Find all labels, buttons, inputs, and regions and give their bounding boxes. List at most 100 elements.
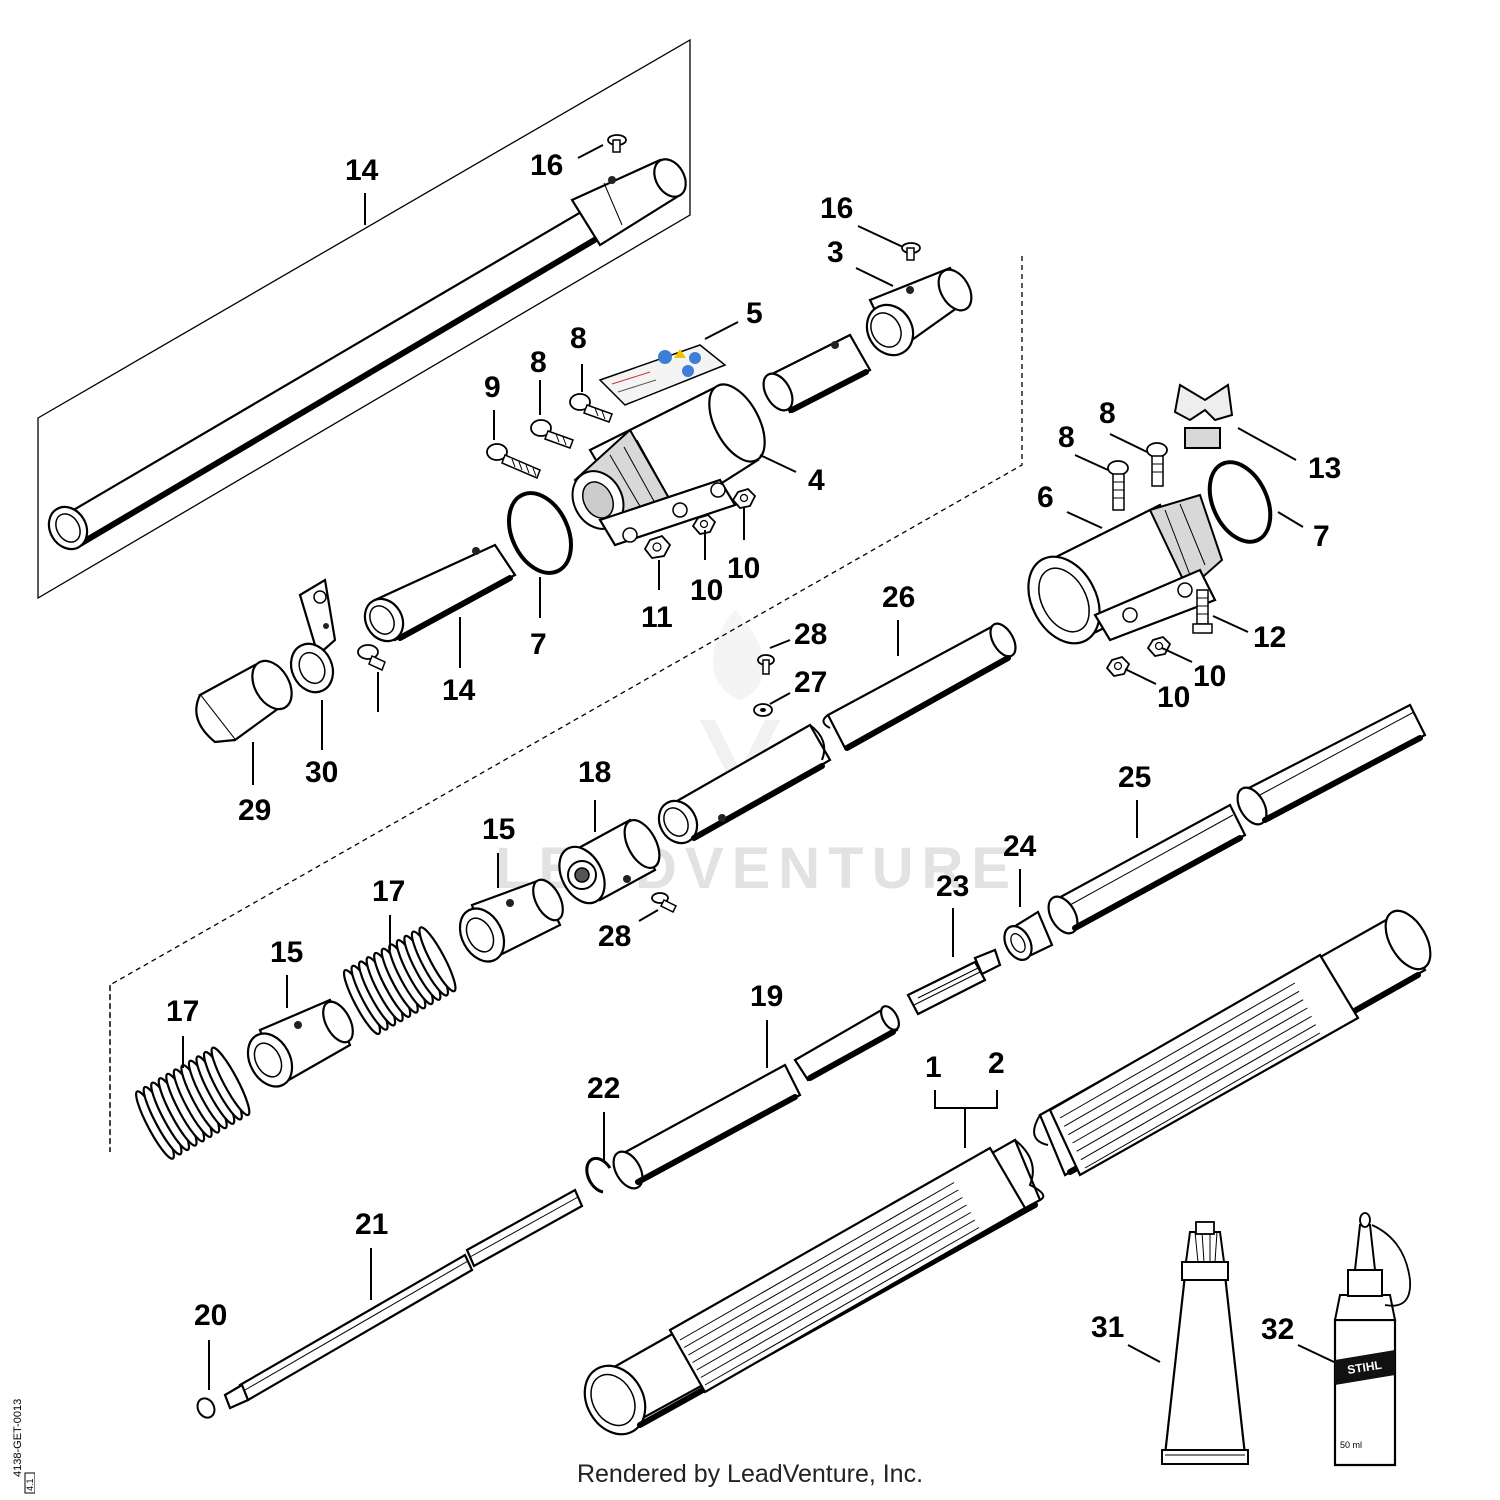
label-17-upper: 17 xyxy=(372,875,405,908)
label-8-d: 8 xyxy=(1058,421,1075,454)
spring-17-upper xyxy=(342,926,457,1036)
grease-tube-31 xyxy=(1161,1221,1249,1465)
label-1: 1 xyxy=(925,1051,942,1084)
o-ring-7-left xyxy=(507,491,573,575)
label-8-c: 8 xyxy=(1099,397,1116,430)
label-16-top: 16 xyxy=(530,149,563,182)
main-shaft-1-2 xyxy=(583,909,1432,1436)
o-ring-20 xyxy=(196,1397,216,1419)
label-28-bottom: 28 xyxy=(598,920,631,953)
sleeve-15-lower xyxy=(246,998,354,1088)
snap-ring-22 xyxy=(585,1156,612,1194)
label-27: 27 xyxy=(794,666,827,699)
label-11: 11 xyxy=(641,601,673,634)
bushing-24 xyxy=(1003,910,1054,961)
label-16-right: 16 xyxy=(820,192,853,225)
oil-bottle-32: STIHL 50 ml xyxy=(1333,1212,1411,1467)
label-23: 23 xyxy=(936,870,969,903)
housing-4 xyxy=(571,383,766,547)
label-10-a: 10 xyxy=(690,574,723,607)
o-ring-7-right xyxy=(1207,460,1273,544)
label-12: 12 xyxy=(1253,621,1286,654)
label-7-right: 7 xyxy=(1313,520,1330,553)
screw-8-a xyxy=(530,419,574,449)
bottle-brand-text: STIHL xyxy=(1346,1358,1382,1377)
screw-16-top xyxy=(607,134,627,153)
label-31: 31 xyxy=(1091,1311,1124,1344)
label-8-b: 8 xyxy=(530,346,547,379)
label-5: 5 xyxy=(746,297,763,330)
drive-shaft-21 xyxy=(223,1188,584,1410)
nut-10-a xyxy=(691,513,717,535)
tube-lower-26 xyxy=(657,723,832,845)
screw-16-right xyxy=(901,242,921,261)
label-6: 6 xyxy=(1037,481,1054,514)
label-3: 3 xyxy=(827,236,844,269)
screw-30 xyxy=(357,644,386,672)
footer-credit: Rendered by LeadVenture, Inc. xyxy=(576,1460,924,1488)
label-10-d: 10 xyxy=(1157,681,1190,714)
warning-label-5 xyxy=(598,344,727,406)
label-9: 9 xyxy=(484,371,501,404)
label-26: 26 xyxy=(882,581,915,614)
label-10-c: 10 xyxy=(1193,660,1226,693)
nut-10-d xyxy=(1105,655,1131,677)
nut-10-c xyxy=(1146,635,1172,657)
star-knob-13 xyxy=(1173,383,1234,449)
nut-10-b xyxy=(731,487,757,509)
screw-28-bottom xyxy=(651,892,678,914)
sleeve-15-upper xyxy=(458,878,564,963)
sleeve-3 xyxy=(865,266,973,357)
screw-8-b xyxy=(569,393,613,423)
label-18: 18 xyxy=(578,756,611,789)
end-cap-29 xyxy=(195,659,293,744)
figure-code: 4138-GET-0013 4.1 xyxy=(12,1399,35,1494)
part-labels: 14 16 16 3 5 8 8 9 4 8 8 13 6 7 7 11 10 … xyxy=(166,149,1341,1346)
tube-14-short xyxy=(363,543,517,643)
drive-tube-19 xyxy=(612,1005,900,1190)
figure-tag-text: 4.1 xyxy=(25,1478,35,1491)
washer-27 xyxy=(753,703,773,717)
leader-lines xyxy=(182,144,1335,1390)
figure-code-text: 4138-GET-0013 xyxy=(12,1399,24,1477)
label-8-a: 8 xyxy=(570,322,587,355)
screw-9 xyxy=(486,443,541,479)
label-15-lower: 15 xyxy=(270,936,303,969)
label-15-upper: 15 xyxy=(482,813,515,846)
label-10-b: 10 xyxy=(727,552,760,585)
label-22: 22 xyxy=(587,1072,620,1105)
spring-17-lower xyxy=(135,1046,251,1160)
label-14-mid: 14 xyxy=(442,674,476,707)
label-28-top: 28 xyxy=(794,618,827,651)
label-2: 2 xyxy=(988,1047,1005,1080)
label-21: 21 xyxy=(355,1208,388,1241)
screw-28-top xyxy=(757,654,775,675)
label-4: 4 xyxy=(808,464,825,497)
housing-6 xyxy=(1027,493,1224,645)
label-7-left: 7 xyxy=(530,628,547,661)
bracket-30 xyxy=(289,578,337,694)
label-24: 24 xyxy=(1003,830,1037,863)
assembly-frame-14 xyxy=(37,38,691,600)
label-32: 32 xyxy=(1261,1313,1294,1346)
screw-12 xyxy=(1192,589,1213,634)
label-19: 19 xyxy=(750,980,783,1013)
label-20: 20 xyxy=(194,1299,227,1332)
shaft-stub-23 xyxy=(906,948,1002,1016)
splined-tube-25 xyxy=(1047,703,1427,935)
label-30: 30 xyxy=(305,756,338,789)
label-14-top: 14 xyxy=(345,154,379,187)
label-13: 13 xyxy=(1308,452,1341,485)
short-tube-upper xyxy=(762,333,872,414)
shaft-tube-14 xyxy=(47,158,687,551)
label-29: 29 xyxy=(238,794,271,827)
screw-8-d xyxy=(1146,442,1168,487)
tube-26 xyxy=(822,622,1017,751)
label-17-lower: 17 xyxy=(166,995,199,1028)
label-25: 25 xyxy=(1118,761,1151,794)
watermark-logo xyxy=(700,610,780,800)
screw-8-c xyxy=(1107,460,1129,511)
bottle-volume-text: 50 ml xyxy=(1340,1440,1362,1450)
bearing-sleeve-18 xyxy=(558,818,661,905)
